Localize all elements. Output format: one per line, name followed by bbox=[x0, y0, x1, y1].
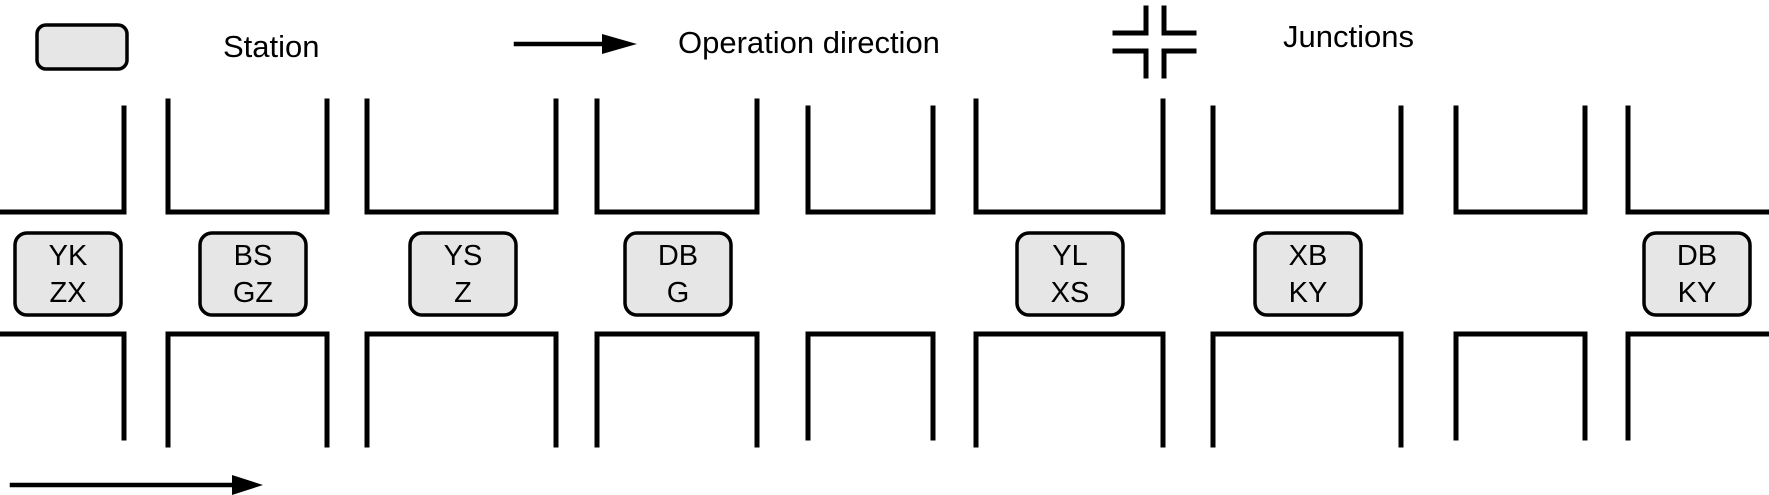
station-code-line2: KY bbox=[1289, 277, 1328, 309]
track-walls-top bbox=[0, 98, 1769, 215]
legend-junction-icon bbox=[1112, 5, 1197, 79]
station: YK ZX bbox=[13, 231, 123, 317]
station-box bbox=[623, 231, 733, 317]
station-code-line1: YL bbox=[1052, 240, 1087, 272]
legend-junction-label: Junctions bbox=[1283, 19, 1414, 54]
station-code-line2: G bbox=[667, 277, 690, 309]
station: DB KY bbox=[1642, 231, 1752, 317]
station-code-line2: GZ bbox=[233, 277, 273, 309]
station-code-line2: ZX bbox=[49, 277, 86, 309]
station-code-line1: DB bbox=[658, 240, 698, 272]
station-code-line1: YK bbox=[49, 240, 88, 272]
station-code-line2: Z bbox=[454, 277, 472, 309]
station-code-line2: KY bbox=[1678, 277, 1717, 309]
station-box bbox=[13, 231, 123, 317]
station-box bbox=[408, 231, 518, 317]
legend-station-label: Station bbox=[223, 29, 320, 64]
station-code-line1: YS bbox=[444, 240, 483, 272]
station-code-line1: BS bbox=[234, 240, 273, 272]
station: YS Z bbox=[408, 231, 518, 317]
station-code-line1: DB bbox=[1677, 240, 1717, 272]
station: BS GZ bbox=[198, 231, 308, 317]
station: YL XS bbox=[1015, 231, 1125, 317]
station-code-line2: XS bbox=[1051, 277, 1090, 309]
station-box bbox=[1642, 231, 1752, 317]
station: DB G bbox=[623, 231, 733, 317]
station: XB KY bbox=[1253, 231, 1363, 317]
track-walls-bottom bbox=[0, 331, 1769, 448]
legend-station-icon bbox=[35, 23, 129, 71]
station-code-line1: XB bbox=[1289, 240, 1328, 272]
operation-direction-arrow-icon bbox=[9, 475, 263, 495]
station-box bbox=[198, 231, 308, 317]
legend-direction-arrow-icon bbox=[513, 34, 637, 54]
legend: Station Operation direction Junctions bbox=[35, 5, 1414, 79]
station-box bbox=[1015, 231, 1125, 317]
legend-direction-label: Operation direction bbox=[678, 25, 940, 60]
station-box bbox=[1253, 231, 1363, 317]
